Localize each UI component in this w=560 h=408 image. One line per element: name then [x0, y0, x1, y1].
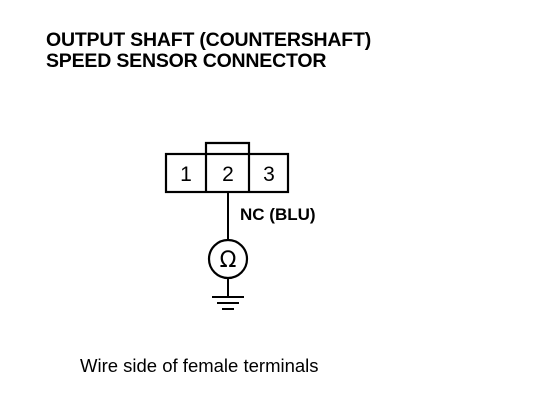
ohmmeter-icon: Ω [207, 238, 249, 280]
terminal-2-label: 2 [222, 163, 234, 186]
title-line-2: SPEED SENSOR CONNECTOR [46, 50, 327, 72]
caption: Wire side of female terminals [80, 355, 319, 376]
connector: 1 2 3 [164, 141, 290, 194]
ground-icon [212, 296, 244, 310]
wire-label: NC (BLU) [240, 205, 316, 224]
terminal-3-label: 3 [263, 163, 275, 186]
connector-body [164, 152, 290, 194]
ohm-symbol: Ω [220, 248, 237, 273]
terminal-1-label: 1 [180, 163, 192, 186]
title-line-1: OUTPUT SHAFT (COUNTERSHAFT) [46, 29, 371, 51]
diagram-title: OUTPUT SHAFT (COUNTERSHAFT) SPEED SENSOR… [46, 30, 371, 72]
connector-lock-tab [204, 141, 251, 154]
